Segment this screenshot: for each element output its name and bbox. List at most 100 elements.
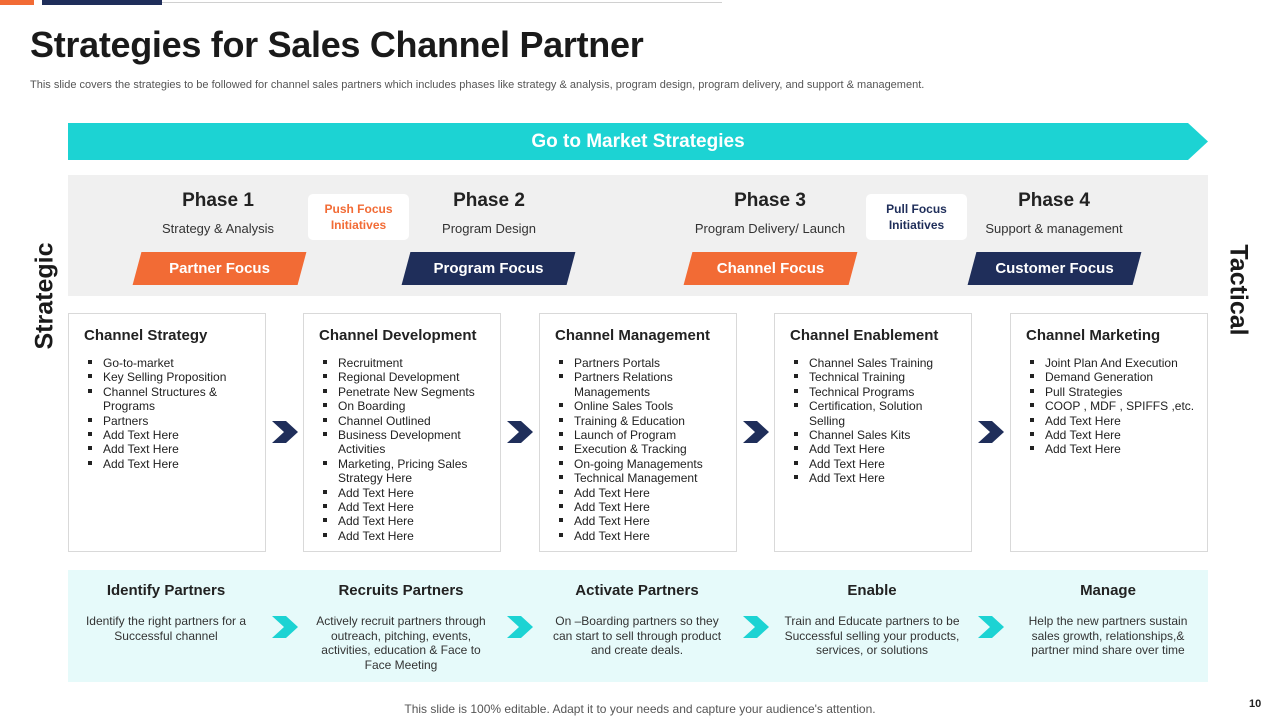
list-item: Training & Education xyxy=(555,414,725,428)
focus-tag-label: Program Focus xyxy=(433,260,544,277)
list-item: Technical Training xyxy=(790,370,960,384)
list-item: Channel Sales Training xyxy=(790,356,960,370)
list-item: Partners xyxy=(84,414,254,428)
chevron-right-icon xyxy=(978,421,1004,443)
step-manage: Manage Help the new partners sustain sal… xyxy=(1010,582,1206,658)
page-number: 10 xyxy=(1249,698,1262,710)
list-item: Penetrate New Segments xyxy=(319,385,489,399)
card-channel-development: Channel Development Recruitment Regional… xyxy=(303,313,501,552)
list-item: Add Text Here xyxy=(1026,428,1196,442)
card-title: Channel Marketing xyxy=(1026,327,1161,344)
list-item: Add Text Here xyxy=(1026,414,1196,428)
list-item: Online Sales Tools xyxy=(555,399,725,413)
list-item: Technical Programs xyxy=(790,385,960,399)
phase-title: Phase 4 xyxy=(1018,190,1090,211)
list-item: Pull Strategies xyxy=(1026,385,1196,399)
list-item: Channel Sales Kits xyxy=(790,428,960,442)
list-item: Partners Relations Managements xyxy=(555,370,725,399)
card-title: Channel Management xyxy=(555,327,711,344)
list-item: Recruitment xyxy=(319,356,489,370)
focus-tag-label: Channel Focus xyxy=(716,260,825,277)
card-title: Channel Strategy xyxy=(84,327,208,344)
chevron-right-icon xyxy=(978,616,1004,638)
card-channel-enablement: Channel Enablement Channel Sales Trainin… xyxy=(774,313,972,552)
list-item: Business Development Activities xyxy=(319,428,489,457)
step-enable: Enable Train and Educate partners to be … xyxy=(774,582,970,658)
footer-note: This slide is 100% editable. Adapt it to… xyxy=(404,702,876,716)
top-accent-navy xyxy=(42,0,162,5)
card-title: Channel Development xyxy=(319,327,477,344)
focus-tag-label: Customer Focus xyxy=(995,260,1114,277)
top-accent-orange xyxy=(0,0,34,5)
list-item: Add Text Here xyxy=(555,529,725,543)
phase-2: Phase 2 Program Design xyxy=(379,190,599,236)
list-item: Channel Structures & Programs xyxy=(84,385,254,414)
phase-title: Phase 1 xyxy=(182,190,254,211)
list-item: Add Text Here xyxy=(319,500,489,514)
page-subtitle: This slide covers the strategies to be f… xyxy=(30,79,925,91)
card-channel-strategy: Channel Strategy Go-to-market Key Sellin… xyxy=(68,313,266,552)
list-item: Add Text Here xyxy=(1026,442,1196,456)
list-item: Regional Development xyxy=(319,370,489,384)
process-panel xyxy=(68,570,1208,682)
phase-title: Phase 2 xyxy=(453,190,525,211)
card-list: Partners Portals Partners Relations Mana… xyxy=(555,356,736,543)
card-list: Channel Sales Training Technical Trainin… xyxy=(790,356,971,486)
list-item: On Boarding xyxy=(319,399,489,413)
list-item: Add Text Here xyxy=(790,457,960,471)
list-item: Channel Outlined xyxy=(319,414,489,428)
card-list: Recruitment Regional Development Penetra… xyxy=(319,356,500,543)
banner-label: Go to Market Strategies xyxy=(531,131,745,152)
card-title: Channel Enablement xyxy=(790,327,939,344)
tactical-label-text: Tactical xyxy=(1224,244,1253,336)
push-focus-initiatives: Push Focus Initiatives xyxy=(308,194,409,240)
list-item: Technical Management xyxy=(555,471,725,485)
card-list: Go-to-market Key Selling Proposition Cha… xyxy=(84,356,265,471)
phase-4: Phase 4 Support & management xyxy=(944,190,1164,236)
program-focus-tag: Program Focus xyxy=(401,252,576,285)
tactical-side-label: Tactical xyxy=(1218,244,1258,335)
list-item: Add Text Here xyxy=(84,428,254,442)
phase-subtitle: Support & management xyxy=(985,221,1123,236)
chevron-right-icon xyxy=(507,421,533,443)
phase-3: Phase 3 Program Delivery/ Launch xyxy=(660,190,880,236)
list-item: Add Text Here xyxy=(84,442,254,456)
partner-focus-tag: Partner Focus xyxy=(132,252,307,285)
step-title: Manage xyxy=(1080,582,1136,599)
banner-arrow-shape xyxy=(68,123,1208,160)
chevron-right-icon xyxy=(272,421,298,443)
step-activate-partners: Activate Partners On –Boarding partners … xyxy=(539,582,735,658)
card-list: Joint Plan And Execution Demand Generati… xyxy=(1026,356,1207,457)
step-title: Enable xyxy=(847,582,897,599)
phase-subtitle: Program Design xyxy=(442,221,536,236)
list-item: Key Selling Proposition xyxy=(84,370,254,384)
strategic-label-text: Strategic xyxy=(30,242,59,350)
chevron-right-icon xyxy=(743,616,769,638)
focus-tag-label: Partner Focus xyxy=(169,260,270,277)
card-channel-marketing: Channel Marketing Joint Plan And Executi… xyxy=(1010,313,1208,552)
step-description: Train and Educate partners to be Success… xyxy=(784,614,960,657)
phase-subtitle: Program Delivery/ Launch xyxy=(694,221,846,236)
phase-subtitle: Strategy & Analysis xyxy=(162,221,274,236)
list-item: Certification, Solution Selling xyxy=(790,399,960,428)
step-description: On –Boarding partners so they can start … xyxy=(552,614,722,657)
list-item: Execution & Tracking xyxy=(555,442,725,456)
list-item: Add Text Here xyxy=(790,471,960,485)
chevron-right-icon xyxy=(743,421,769,443)
list-item: Add Text Here xyxy=(84,457,254,471)
page-title: Strategies for Sales Channel Partner xyxy=(30,24,644,65)
step-title: Activate Partners xyxy=(575,582,699,599)
list-item: Marketing, Pricing Sales Strategy Here xyxy=(319,457,489,486)
list-item: Add Text Here xyxy=(555,514,725,528)
list-item: Partners Portals xyxy=(555,356,725,370)
chevron-right-icon xyxy=(272,616,298,638)
top-accent-line xyxy=(162,2,722,3)
list-item: COOP , MDF , SPIFFS ,etc. xyxy=(1026,399,1196,413)
list-item: Joint Plan And Execution xyxy=(1026,356,1196,370)
go-to-market-banner: Go to Market Strategies xyxy=(68,123,1208,160)
step-description: Actively recruit partners through outrea… xyxy=(316,614,486,672)
list-item: Launch of Program xyxy=(555,428,725,442)
list-item: Add Text Here xyxy=(555,500,725,514)
customer-focus-tag: Customer Focus xyxy=(967,252,1142,285)
strategic-side-label: Strategic xyxy=(25,243,65,350)
